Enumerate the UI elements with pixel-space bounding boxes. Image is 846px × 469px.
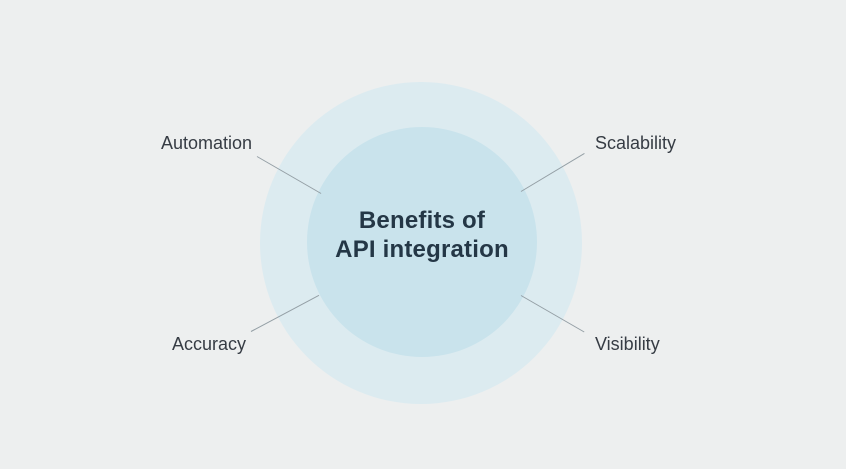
benefit-label-scalability: Scalability [595,133,677,153]
benefit-label-accuracy: Accuracy [171,334,246,354]
benefit-label-automation: Automation [160,133,252,153]
diagram-title-line1: Benefits of [358,207,486,234]
inner-circle [307,127,537,357]
diagram-title: Benefits of API integration [272,206,572,264]
diagram-title-line2: API integration [335,236,509,263]
benefit-label-visibility: Visibility [595,334,660,354]
